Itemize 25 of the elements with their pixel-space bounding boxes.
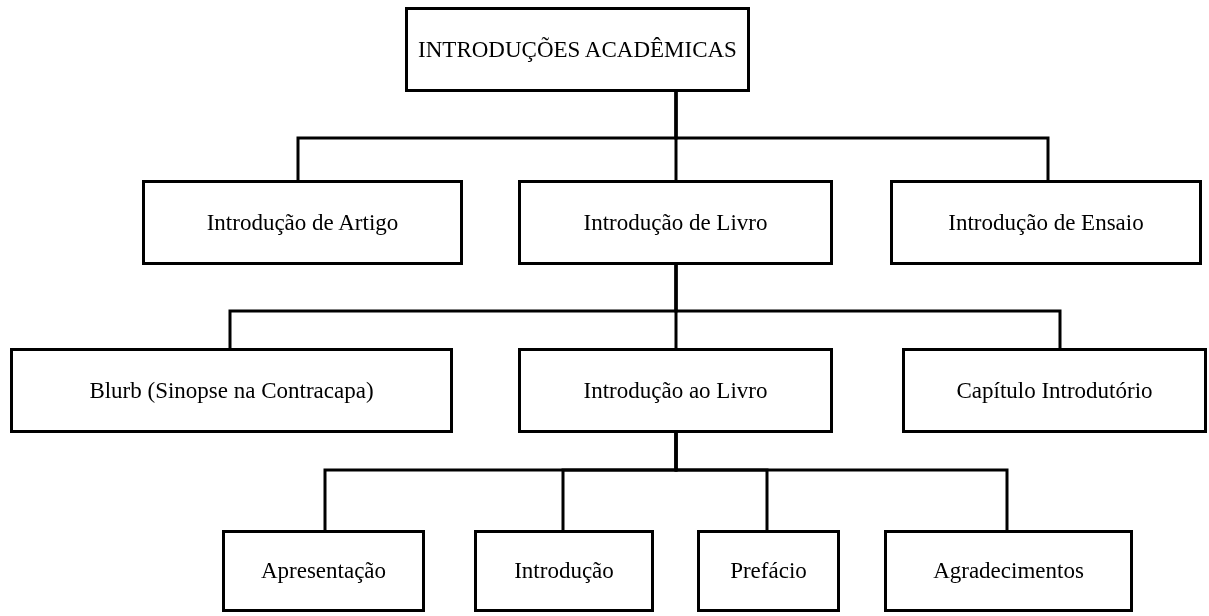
- label-box: [884, 530, 1133, 612]
- connector-line: [674, 92, 1050, 180]
- box-label: Introdução: [514, 558, 614, 584]
- label-box: [10, 348, 453, 433]
- box-label: INTRODUÇÕES ACADÊMICAS: [418, 36, 737, 63]
- box-label: Capítulo Introdutório: [956, 377, 1153, 404]
- box-label: Blurb (Sinopse na Contracapa): [89, 377, 374, 404]
- box-label: Prefácio: [730, 558, 807, 584]
- label-box: [518, 348, 833, 433]
- connector-line: [674, 265, 1062, 348]
- label-box: [890, 180, 1202, 265]
- box-label: Introdução de Livro: [583, 209, 768, 236]
- box-label: Introdução ao Livro: [583, 377, 768, 404]
- label-box: [518, 180, 833, 265]
- box-label: Apresentação: [260, 558, 387, 584]
- box-label: Agradecimentos: [933, 558, 1084, 584]
- box-label: Introdução de Ensaio: [948, 209, 1144, 236]
- label-box: [222, 530, 425, 612]
- box-label: Introdução de Artigo: [206, 209, 399, 236]
- label-box: [142, 180, 463, 265]
- label-box: [697, 530, 840, 612]
- label-box: [474, 530, 654, 612]
- connector-line: [674, 433, 1009, 530]
- label-box: [405, 7, 750, 92]
- label-box: [902, 348, 1207, 433]
